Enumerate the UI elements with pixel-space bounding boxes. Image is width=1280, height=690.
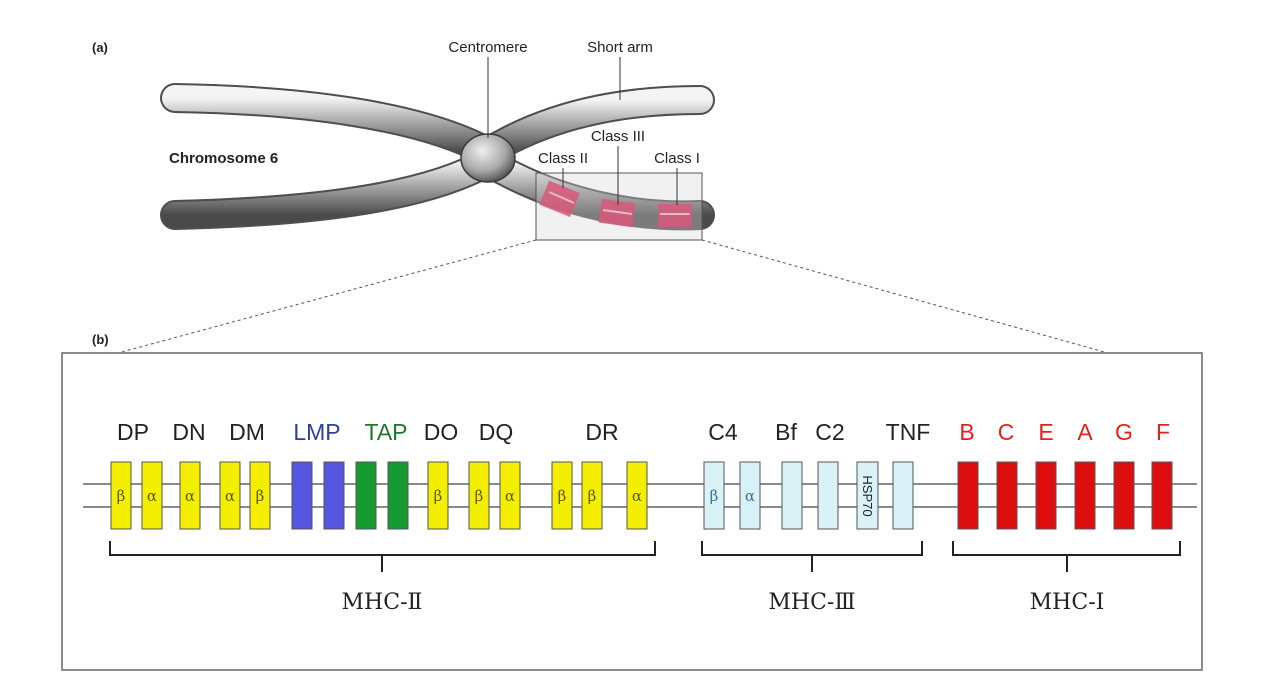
gene-box-blue — [291, 461, 313, 530]
gene-boxes: β α α α β β β α β β α β α HSP70 — [110, 461, 1173, 530]
mhc-bands — [539, 180, 692, 228]
panel-a: (a) Chromosome 6 Centromere Short arm Cl… — [92, 39, 1109, 354]
gene-label-b: B — [959, 419, 974, 445]
gene-box-light-blue — [703, 461, 725, 530]
gene-box-yellow — [551, 461, 573, 530]
chromosome-label: Chromosome 6 — [169, 150, 278, 167]
alpha-chain-label: α — [505, 487, 515, 505]
gene-label-dm: DM — [229, 419, 265, 445]
gene-box-light-blue — [817, 461, 839, 530]
beta-chain-label: β — [434, 487, 443, 505]
alpha-chain-label: α — [185, 487, 195, 505]
gene-box-green — [387, 461, 409, 530]
gene-label-g: G — [1115, 419, 1133, 445]
gene-label-tap: TAP — [364, 419, 407, 445]
beta-chain-label: β — [475, 487, 484, 505]
class-ii-label: Class II — [538, 150, 588, 167]
gene-label-e: E — [1038, 419, 1053, 445]
gene-box-yellow — [581, 461, 603, 530]
mhc-i-label: MHC-Ⅰ — [1030, 590, 1105, 615]
alpha-chain-label: α — [632, 487, 642, 505]
gene-box-yellow — [110, 461, 132, 530]
gene-box-yellow — [626, 461, 648, 530]
gene-label-do: DO — [424, 419, 459, 445]
gene-label-bf: Bf — [775, 419, 797, 445]
gene-box-light-blue — [856, 461, 879, 530]
bracket-mhc-iii — [701, 541, 923, 572]
gene-label-dn: DN — [172, 419, 205, 445]
centromere — [460, 133, 516, 183]
gene-label-dq: DQ — [479, 419, 514, 445]
gene-label-lmp: LMP — [293, 419, 340, 445]
mhc-iii-label: MHC-Ⅲ — [768, 590, 855, 615]
alpha-chain-label: α — [225, 487, 235, 505]
beta-chain-label: β — [588, 487, 597, 505]
gene-label-f: F — [1156, 419, 1170, 445]
zoom-line-right — [701, 239, 1109, 354]
gene-label-hsp70: HSP70 — [860, 475, 875, 516]
gene-label-c2: C2 — [815, 419, 844, 445]
gene-box-red — [957, 461, 979, 530]
gene-box-green — [355, 461, 377, 530]
mhc-region-box — [535, 172, 703, 241]
gene-box-light-blue — [739, 461, 761, 530]
gene-label-dp: DP — [117, 419, 149, 445]
zoom-line-left — [117, 239, 537, 354]
beta-chain-label: β — [256, 487, 265, 505]
gene-box-red — [996, 461, 1018, 530]
gene-box-yellow — [219, 461, 241, 530]
class-iii-label: Class III — [591, 128, 645, 145]
panel-a-label: (a) — [92, 40, 108, 55]
alpha-chain-label: α — [147, 487, 157, 505]
short-arm-label: Short arm — [587, 39, 653, 56]
alpha-chain-label: α — [745, 487, 755, 505]
gene-label-c: C — [998, 419, 1015, 445]
bracket-mhc-ii — [109, 541, 656, 572]
gene-box-yellow — [427, 461, 449, 530]
beta-chain-label: β — [117, 487, 126, 505]
class-i-label: Class I — [654, 150, 700, 167]
panel-b-label: (b) — [92, 332, 109, 347]
gene-box-yellow — [179, 461, 201, 530]
gene-box-red — [1113, 461, 1135, 530]
gene-label-dr: DR — [585, 419, 618, 445]
gene-box-yellow — [249, 461, 271, 530]
gene-box-light-blue — [892, 461, 914, 530]
gene-box-yellow — [468, 461, 490, 530]
gene-box-red — [1074, 461, 1096, 530]
gene-box-yellow — [141, 461, 163, 530]
centromere-label: Centromere — [448, 39, 527, 56]
gene-box-yellow — [499, 461, 521, 530]
beta-chain-label: β — [558, 487, 567, 505]
gene-label-tnf: TNF — [886, 419, 931, 445]
mhc-ii-label: MHC-Ⅱ — [342, 590, 423, 615]
gene-label-a: A — [1077, 419, 1093, 445]
beta-chain-label: β — [710, 487, 719, 505]
gene-label-c4: C4 — [708, 419, 738, 445]
gene-box-light-blue — [781, 461, 803, 530]
gene-box-blue — [323, 461, 345, 530]
gene-box-red — [1151, 461, 1173, 530]
gene-box-red — [1035, 461, 1057, 530]
bracket-mhc-i — [952, 541, 1181, 572]
